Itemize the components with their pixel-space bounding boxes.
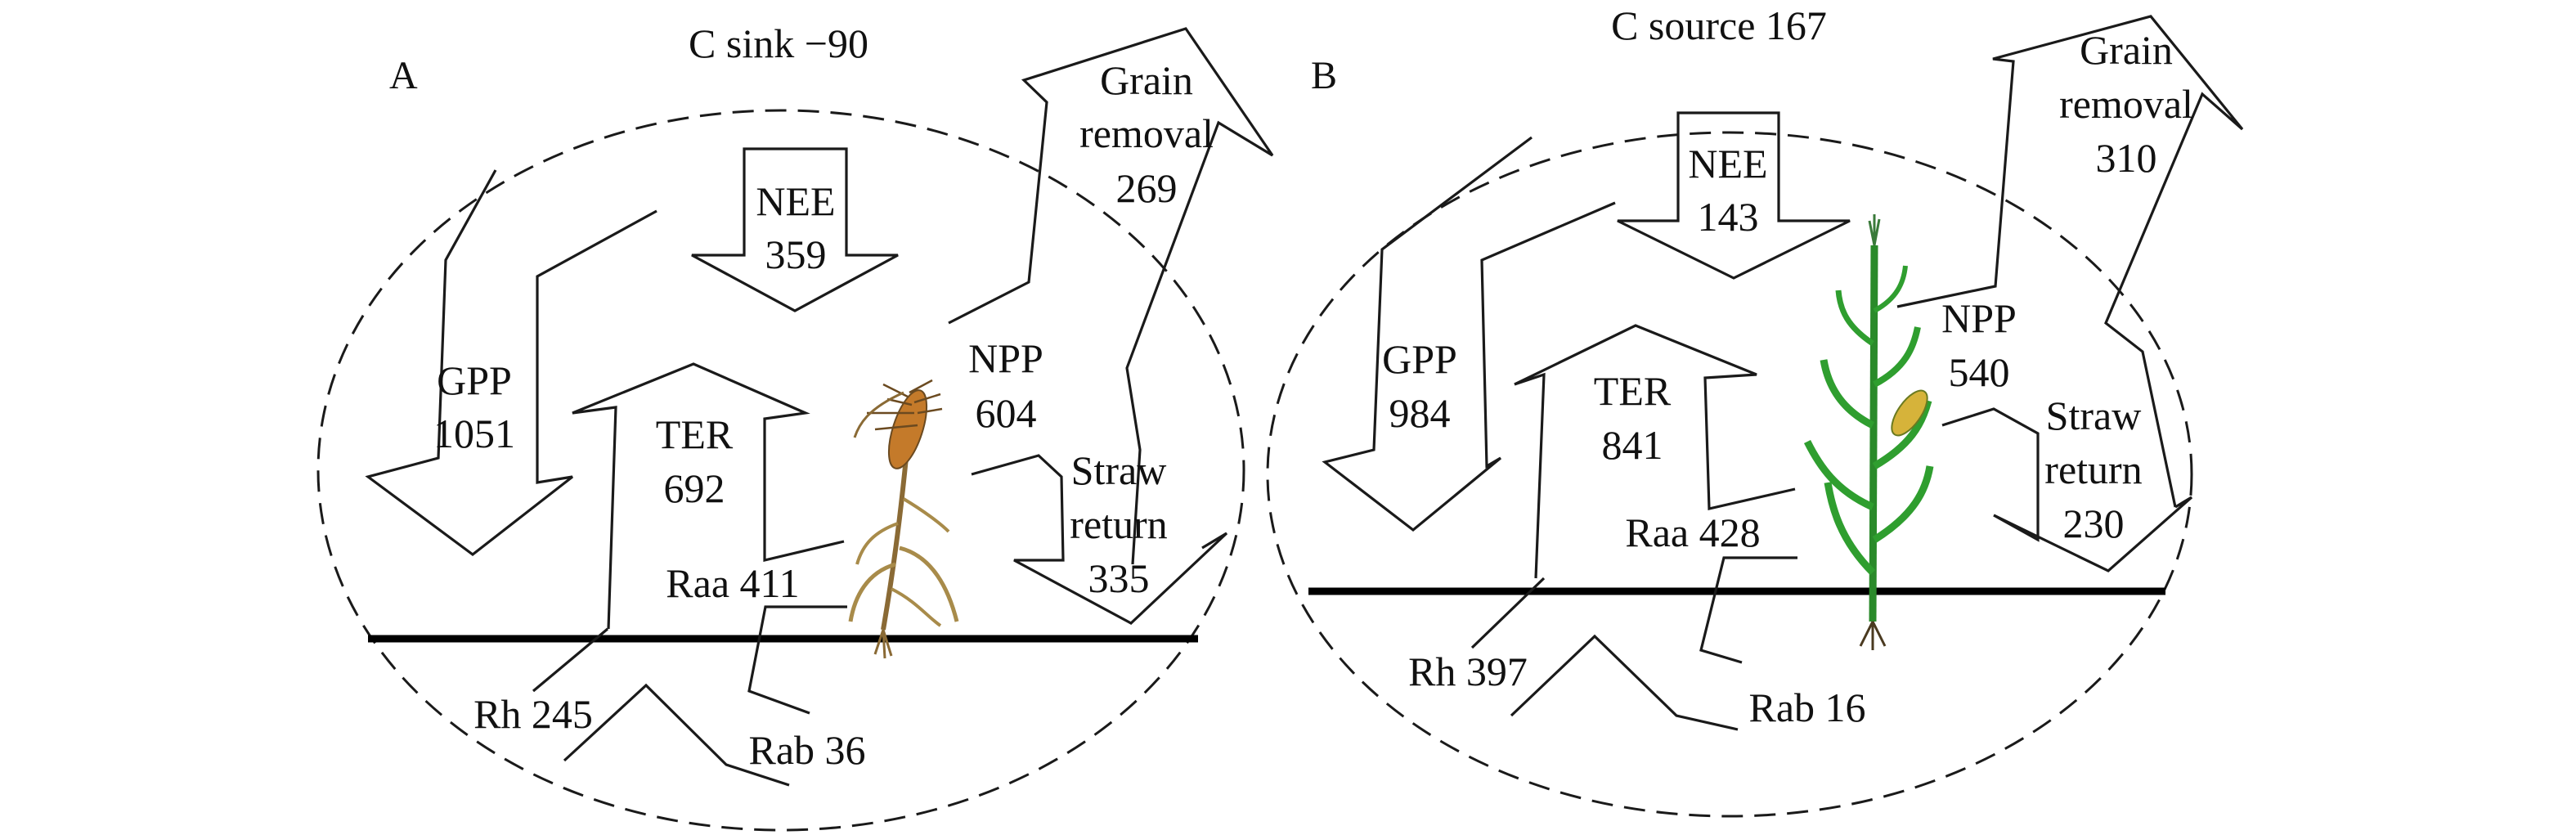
panel-a-gpp-label: GPP [437, 357, 512, 403]
panel-b-straw-return-arrow [1941, 407, 2193, 572]
panel-b-raa-label: Raa 428 [1625, 510, 1760, 555]
panel-a-straw-label-1: Straw [1071, 447, 1167, 493]
panel-b-nee-arrow [1617, 111, 1851, 280]
panel-b-nee-label: NEE [1688, 141, 1767, 186]
panel-a-ter-arrow [572, 362, 845, 630]
panel-b-grain-value: 310 [2096, 135, 2157, 181]
panel-b-grain-removal-arrow [1896, 15, 2244, 508]
panel-a-rab-arrow [747, 605, 847, 715]
panel-b-ter-label: TER [1594, 368, 1672, 414]
panel-a-straw-label-2: return [1070, 501, 1167, 547]
panel-a-npp-label: NPP [968, 335, 1043, 381]
panel-b-nee-value: 143 [1698, 194, 1759, 240]
panel-a-letter: A [389, 54, 418, 97]
wheat-plant-icon [848, 379, 959, 659]
panel-b-rh-arrow [1510, 634, 1739, 731]
panel-a-grain-label-2: removal [1079, 110, 1214, 156]
panel-b-gpp-arrow [1322, 136, 1616, 532]
panel-b-gpp-value: 984 [1389, 390, 1451, 436]
panel-a-rh-arrow [563, 683, 790, 787]
panel-b-rh-label: Rh 397 [1408, 649, 1528, 694]
maize-plant-icon [1803, 214, 1934, 650]
panel-a-grain-label-1: Grain [1100, 57, 1193, 103]
panel-a: A C sink −90 NEE 359 GPP 1051 TER 692 Gr… [316, 20, 1274, 832]
panel-a-npp-value: 604 [976, 390, 1037, 436]
panel-b-letter: B [1311, 54, 1337, 97]
panel-a-grain-removal-arrow [948, 27, 1274, 565]
panel-a-title: C sink −90 [689, 20, 868, 66]
panel-a-nee-arrow [691, 147, 899, 312]
panel-a-ter-value: 692 [664, 465, 725, 511]
panel-a-nee-value: 359 [765, 231, 827, 277]
panel-a-straw-return-arrow [971, 454, 1228, 625]
panel-a-gpp-value: 1051 [433, 411, 515, 456]
panel-a-gpp-arrow [365, 169, 657, 557]
panel-a-grain-value: 269 [1116, 165, 1178, 211]
panel-a-straw-value: 335 [1088, 555, 1150, 601]
panel-b-title: C source 167 [1611, 2, 1827, 48]
panel-a-raa-label: Raa 411 [666, 560, 799, 606]
panel-a-rh-label: Rh 245 [473, 691, 593, 737]
panel-b-ecosystem-boundary [1266, 131, 2193, 818]
panel-b-rab-label: Rab 16 [1748, 685, 1865, 730]
panel-a-rh-line [532, 627, 609, 693]
panel-b: B C source 167 NEE 143 GPP 984 TER 841 G… [1266, 2, 2244, 818]
panel-b-npp-value: 540 [1949, 349, 2010, 395]
panel-a-ter-label: TER [656, 411, 734, 457]
panel-b-straw-label-2: return [2044, 447, 2142, 492]
panel-a-nee-label: NEE [756, 178, 835, 224]
panel-a-rab-label: Rab 36 [748, 727, 865, 773]
panel-b-straw-label-1: Straw [2046, 393, 2142, 438]
panel-b-grain-label-2: removal [2059, 81, 2193, 127]
panel-b-rh-line [1470, 577, 1546, 649]
panel-b-ter-value: 841 [1602, 422, 1663, 468]
panel-b-grain-label-1: Grain [2080, 27, 2173, 73]
panel-b-rab-arrow [1699, 556, 1797, 664]
panel-b-straw-value: 230 [2063, 501, 2125, 546]
panel-b-npp-label: NPP [1941, 295, 2017, 341]
panel-a-ecosystem-boundary [316, 109, 1245, 832]
panel-b-ter-arrow [1514, 324, 1796, 579]
panel-b-gpp-label: GPP [1382, 336, 1457, 382]
